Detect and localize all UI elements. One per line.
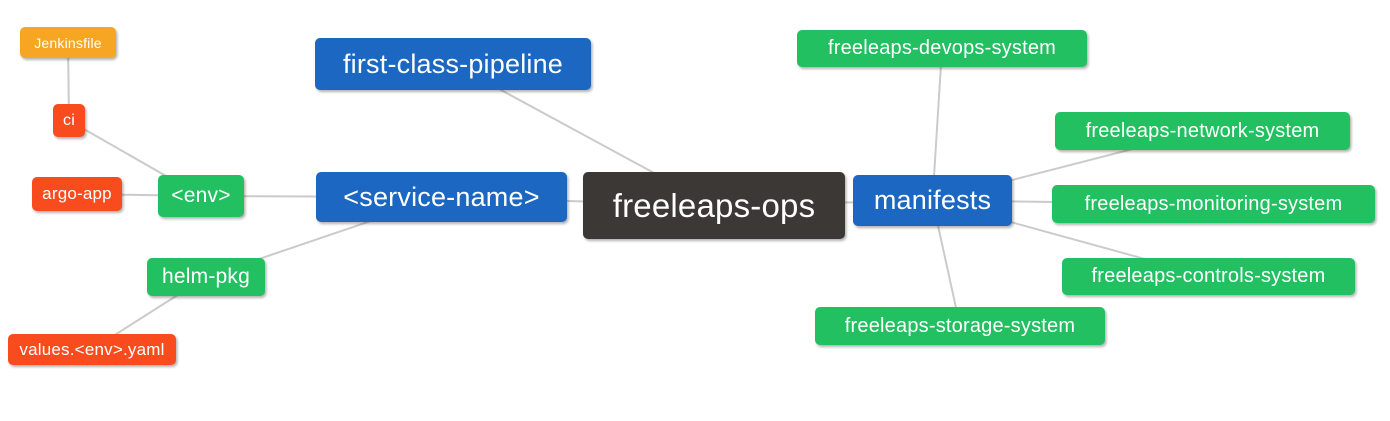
node-ci[interactable]: ci [53, 104, 85, 137]
node-jenkinsfile[interactable]: Jenkinsfile [20, 27, 116, 58]
node-manifests[interactable]: manifests [853, 175, 1012, 226]
node-first-class-pipeline[interactable]: first-class-pipeline [315, 38, 591, 90]
node-env[interactable]: <env> [158, 175, 244, 217]
node-freeleaps-ops[interactable]: freeleaps-ops [583, 172, 845, 239]
node-freeleaps-controls-system[interactable]: freeleaps-controls-system [1062, 258, 1355, 295]
node-freeleaps-devops-system[interactable]: freeleaps-devops-system [797, 30, 1087, 67]
node-argo-app[interactable]: argo-app [32, 177, 122, 211]
node-freeleaps-storage-system[interactable]: freeleaps-storage-system [815, 307, 1105, 345]
node-values-env-yaml[interactable]: values.<env>.yaml [8, 334, 176, 365]
node-freeleaps-network-system[interactable]: freeleaps-network-system [1055, 112, 1350, 150]
node-freeleaps-monitoring-system[interactable]: freeleaps-monitoring-system [1052, 185, 1375, 223]
node-helm-pkg[interactable]: helm-pkg [147, 258, 265, 296]
node-service-name[interactable]: <service-name> [316, 172, 567, 222]
